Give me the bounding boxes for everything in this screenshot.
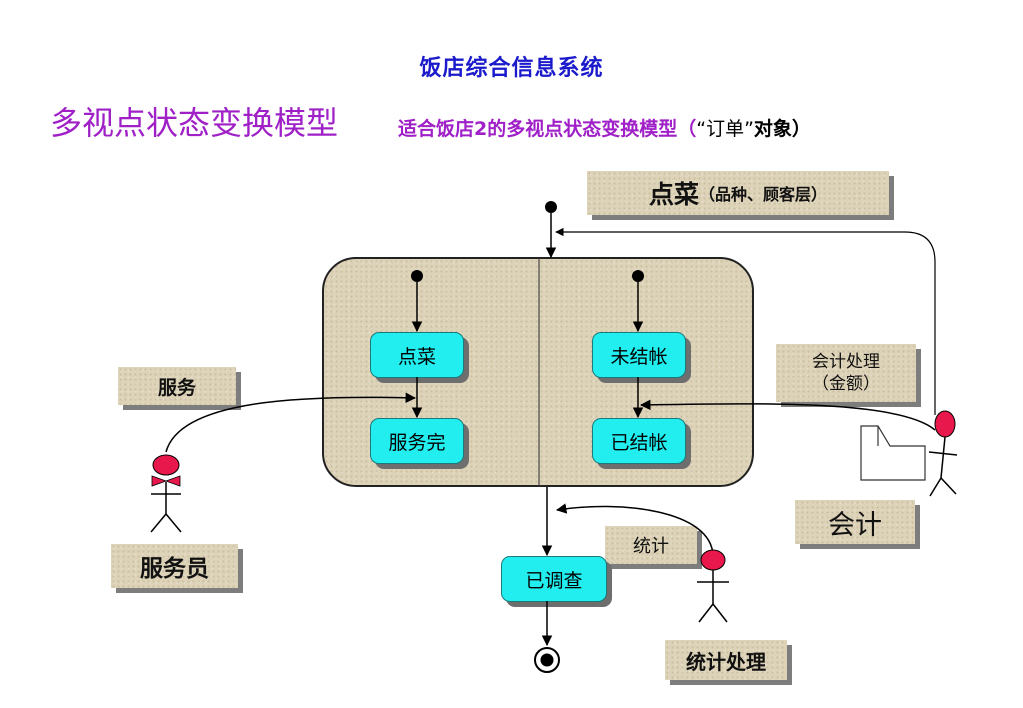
state-paid: 已结帐	[592, 418, 686, 464]
state-ordered-label: 点菜	[397, 345, 436, 368]
service-flow-line	[165, 392, 417, 453]
final-node-inner	[540, 653, 554, 667]
state-surveyed-label: 已调查	[525, 569, 583, 592]
waiter-bowtie	[151, 475, 181, 487]
statistics-actor-head	[700, 549, 726, 571]
model-title: 多视点状态变换模型	[50, 104, 339, 142]
subtitle-object: “订单”	[696, 118, 754, 140]
waiter-actor-icon	[150, 454, 182, 533]
order-dish-note-main: 点菜	[648, 180, 699, 209]
top-initial-node	[545, 201, 557, 213]
subtitle-suffix: 对象）	[753, 118, 811, 140]
left-initial-node	[411, 270, 423, 282]
statistics-actor-icon	[697, 549, 729, 623]
statistics-processing-label: 统计处理	[665, 640, 787, 680]
state-ordered: 点菜	[370, 332, 464, 378]
order-dish-flow-line	[555, 227, 936, 415]
order-dish-note-detail: （品种、顾客层）	[699, 185, 828, 204]
state-served: 服务完	[370, 418, 464, 464]
accountant-label-text: 会计	[828, 509, 882, 541]
state-surveyed: 已调查	[501, 556, 607, 602]
accounting-note-line1: 会计处理	[812, 352, 880, 372]
accountant-head	[934, 410, 956, 438]
document-icon	[860, 425, 926, 481]
statistics-flow-line	[555, 503, 714, 557]
accounting-note-line2: （金额）	[812, 374, 880, 394]
state-served-label: 服务完	[388, 431, 446, 454]
accounting-note: 会计处理 （金额）	[776, 344, 916, 402]
waiter-label-text: 服务员	[140, 556, 209, 582]
model-subtitle: 适合饭店2的多视点状态变换模型（“订单”对象）	[398, 114, 811, 141]
right-initial-node	[632, 270, 644, 282]
state-paid-label: 已结帐	[610, 431, 668, 454]
waiter-head	[152, 454, 180, 476]
order-dish-note: 点菜 （品种、顾客层）	[587, 171, 889, 215]
statistics-note-label: 统计	[633, 536, 669, 557]
statistics-note: 统计	[605, 526, 697, 564]
statistics-processing-label-text: 统计处理	[686, 649, 766, 674]
system-title: 饭店综合信息系统	[419, 56, 604, 81]
accountant-actor-icon	[928, 410, 958, 497]
accounting-flow-line	[639, 399, 936, 431]
waiter-label: 服务员	[111, 544, 238, 588]
subtitle-prefix: 适合饭店2的多视点状态变换模型（	[398, 118, 697, 140]
state-unpaid: 未结帐	[592, 332, 686, 378]
accountant-label: 会计	[795, 500, 915, 544]
service-note-label: 服务	[157, 376, 196, 399]
state-unpaid-label: 未结帐	[610, 345, 668, 368]
service-note: 服务	[118, 367, 236, 405]
